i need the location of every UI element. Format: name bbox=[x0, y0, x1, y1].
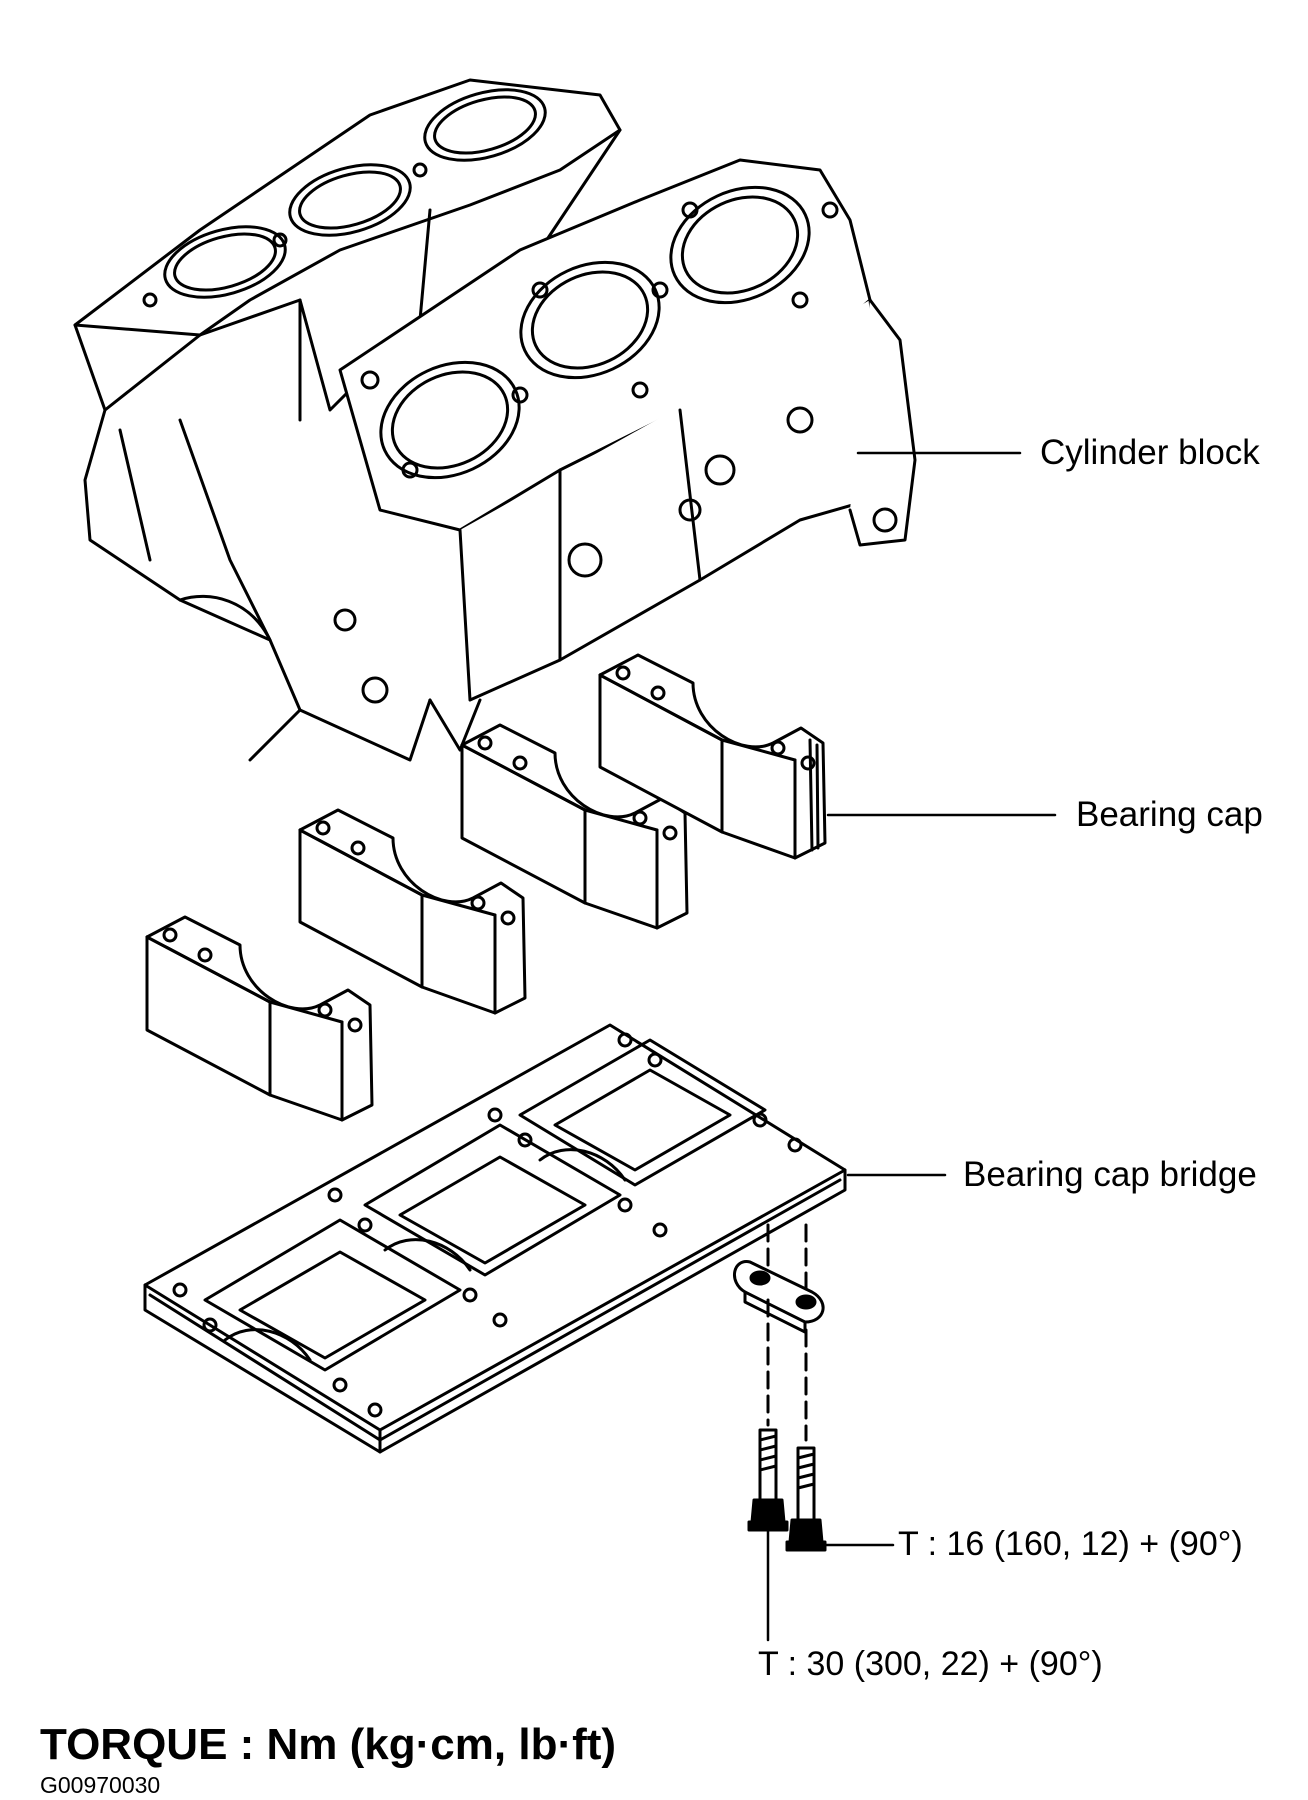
bearing-cap-bridge-label: Bearing cap bridge bbox=[963, 1155, 1257, 1194]
short-bolt bbox=[785, 1446, 827, 1552]
bearing-cap-2 bbox=[298, 808, 527, 1015]
torque-spec-long-bolt: T : 30 (300, 22) + (90°) bbox=[758, 1645, 1103, 1683]
bearing-cap-bridge bbox=[143, 1023, 847, 1454]
bearing-cap-label: Bearing cap bbox=[1076, 795, 1263, 834]
cylinder-block bbox=[73, 78, 917, 762]
bearing-cap-1 bbox=[145, 915, 374, 1122]
assembly-guide-lines bbox=[766, 1223, 808, 1442]
bearing-cap-3 bbox=[460, 723, 689, 930]
bearing-cap-4 bbox=[598, 653, 827, 860]
washer-plate bbox=[733, 1260, 825, 1334]
cylinder-block-label: Cylinder block bbox=[1040, 433, 1260, 472]
leader-lines bbox=[766, 451, 1057, 1642]
figure-code: G00970030 bbox=[40, 1772, 161, 1798]
torque-units-legend: TORQUE : Nm (kg·cm, lb·ft) bbox=[40, 1720, 617, 1769]
long-bolt bbox=[747, 1428, 789, 1532]
torque-spec-short-bolt: T : 16 (160, 12) + (90°) bbox=[898, 1525, 1243, 1563]
